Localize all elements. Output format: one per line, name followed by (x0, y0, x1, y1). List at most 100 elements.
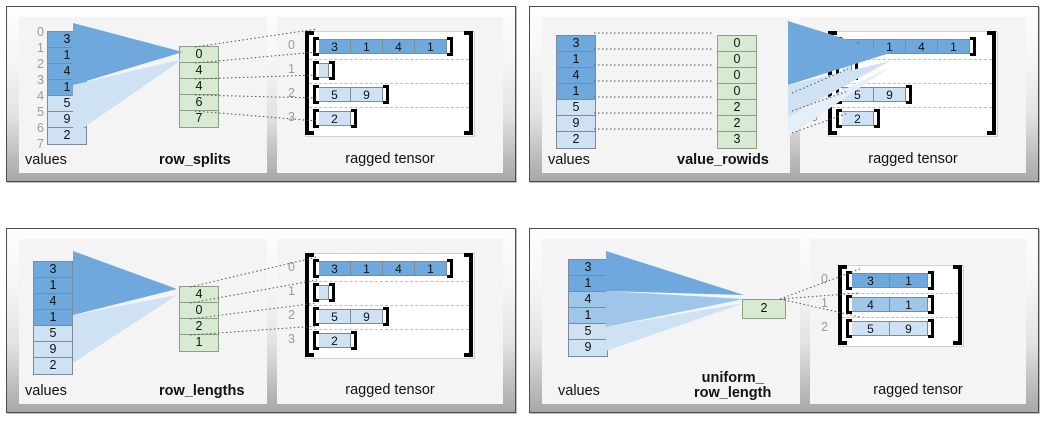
tensor-row-bracket-right (970, 37, 976, 56)
tensor-row-separator-2 (309, 305, 469, 306)
tensor-row-index-3: 3 (288, 332, 295, 346)
tensor-bracket-r (987, 31, 996, 135)
tensor-row-index-1: 1 (821, 296, 828, 310)
tensor-cell-2-0: 5 (842, 87, 874, 102)
tensor-row-bracket-left (836, 85, 842, 104)
encoding-cell-3: 0 (718, 84, 756, 100)
tensor-empty-cell (319, 285, 329, 300)
values-cell-3: 1 (569, 308, 607, 324)
encoding-cell-0: 0 (180, 47, 218, 63)
tensor-row-index-1: 1 (288, 62, 295, 76)
tensor-cell-0-1: 1 (351, 261, 383, 276)
tensor-cell-0-0: 3 (852, 273, 890, 288)
tensor-cell-0-1: 1 (351, 39, 383, 54)
tensor-row-bracket-right (383, 85, 389, 104)
tensor-row-bracket-left (846, 271, 852, 290)
tensor-row-1 (313, 61, 335, 80)
tensor-empty-cell (842, 63, 852, 78)
tensor-cell-0-3: 1 (415, 261, 447, 276)
tensor-row-index-0: 0 (821, 272, 828, 286)
encoding-cell-2: 2 (180, 319, 218, 335)
tensor-row-separator-1 (309, 281, 469, 282)
tensor-row-index-2: 2 (288, 86, 295, 100)
tensor-row-bracket-left (313, 85, 319, 104)
values-cell-3: 1 (557, 84, 595, 100)
encoding-label-row_splits: row_splits (159, 151, 231, 168)
values-index-7: 7 (37, 137, 44, 151)
tensor-cell-3-0: 2 (842, 111, 874, 126)
tensor-cell-0-0: 3 (319, 261, 351, 276)
tensor-bracket-r (953, 265, 962, 345)
values-cell-4: 5 (48, 96, 86, 112)
tensor-row-3: 2 (313, 109, 357, 128)
values-cell-6: 2 (557, 132, 595, 148)
tensor-row-separator-2 (842, 317, 958, 318)
tensor-label-row_lengths: ragged tensor (345, 381, 435, 398)
encoding-cell-1: 0 (718, 52, 756, 68)
encoding-cell-2: 0 (718, 68, 756, 84)
tensor-row-3: 2 (313, 331, 357, 350)
values-cell-1: 1 (48, 48, 86, 64)
values-cell-5: 9 (557, 116, 595, 132)
values-cell-3: 1 (48, 80, 86, 96)
tensor-row-bracket-right (874, 109, 880, 128)
tensor-cell-2-0: 5 (319, 309, 351, 324)
tensor-row-bracket-left (313, 283, 319, 302)
tensor-row-separator-1 (309, 59, 469, 60)
tensor-row-index-1: 1 (288, 284, 295, 298)
tensor-cell-2-1: 9 (890, 321, 928, 336)
encoding-box-0: 2 (742, 299, 786, 319)
tensor-label-uniform_row_length: ragged tensor (873, 381, 963, 398)
encoding-cell-0: 4 (180, 287, 218, 303)
values-cell-1: 1 (34, 278, 72, 294)
encoding-cell-5: 2 (718, 116, 756, 132)
tensor-row-bracket-left (313, 109, 319, 128)
values-index-3: 3 (37, 73, 44, 87)
tensor-row-bracket-right (928, 271, 934, 290)
tensor-row-bracket-right (928, 295, 934, 314)
values-cell-1: 1 (557, 52, 595, 68)
tensor-row-bracket-right (351, 109, 357, 128)
values-cell-5: 9 (569, 340, 607, 356)
tensor-row-index-1: 1 (811, 62, 818, 76)
encoding-cell-1: 4 (180, 63, 218, 79)
tensor-cell-2-1: 9 (351, 87, 383, 102)
values-cell-2: 4 (557, 68, 595, 84)
values-label-value_rowids: values (548, 151, 590, 168)
tensor-cell-0-1: 1 (890, 273, 928, 288)
values-index-6: 6 (37, 121, 44, 135)
encoding-cell-4: 7 (180, 111, 218, 127)
tensor-row-bracket-right (928, 319, 934, 338)
tensor-row-bracket-right (447, 37, 453, 56)
tensor-cell-3-0: 2 (319, 111, 351, 126)
values-label-uniform_row_length: values (558, 382, 600, 399)
encoding-label-line2: row_length (694, 384, 772, 401)
values-index-4: 4 (37, 89, 44, 103)
encoding-cell-3: 1 (180, 335, 218, 351)
tensor-row-separator-2 (832, 83, 992, 84)
values-index-1: 1 (37, 41, 44, 55)
tensor-row-separator-3 (309, 107, 469, 108)
tensor-row-index-0: 0 (288, 38, 295, 52)
